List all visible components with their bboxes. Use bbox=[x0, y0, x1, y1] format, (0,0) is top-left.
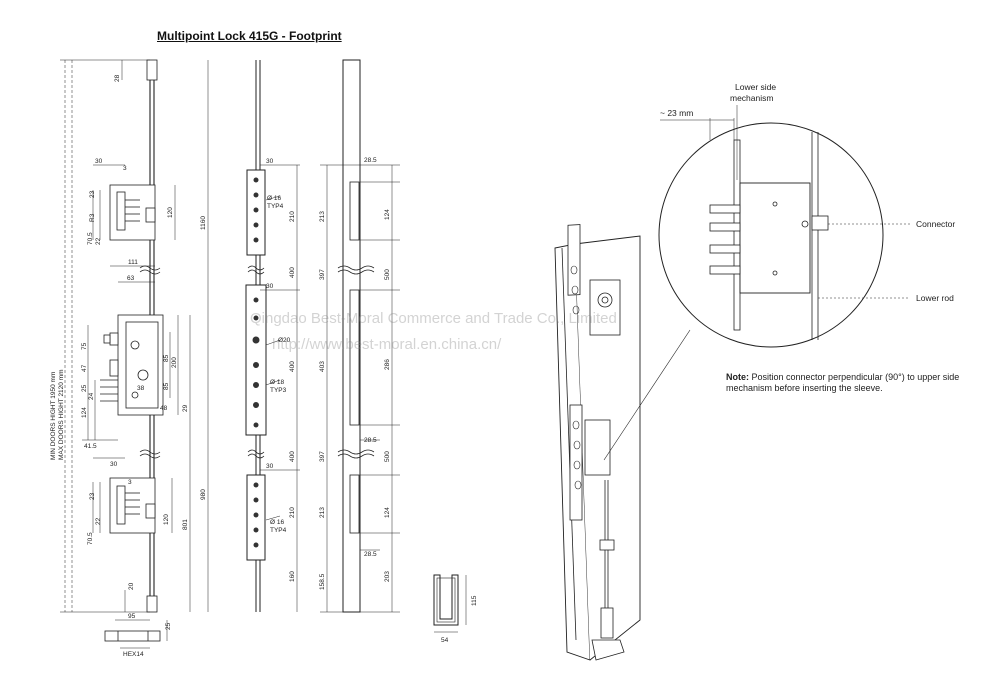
dim-85b: 85 bbox=[163, 382, 170, 390]
dim-v2-typ3: TYP3 bbox=[270, 387, 287, 394]
dim-v3-124a: 124 bbox=[384, 209, 391, 220]
dim-v2-160: 160 bbox=[289, 571, 296, 582]
dim-95: 95 bbox=[128, 613, 136, 620]
dim-24: 24 bbox=[88, 392, 95, 400]
dim-v3-500a: 500 bbox=[384, 269, 391, 280]
dim-70-5a: 70.5 bbox=[87, 232, 94, 245]
dim-200: 200 bbox=[171, 357, 178, 368]
view-side-elevation bbox=[60, 59, 209, 649]
label-lower-side-2: mechanism bbox=[730, 93, 773, 103]
dim-47: 47 bbox=[81, 364, 88, 372]
dim-v2-400a: 400 bbox=[289, 267, 296, 278]
dim-v2-210b: 210 bbox=[289, 507, 296, 518]
dim-801: 801 bbox=[182, 519, 189, 530]
dim-30a: 30 bbox=[95, 158, 103, 165]
dim-v2-18: Ø 18 bbox=[270, 379, 284, 386]
dim-124: 124 bbox=[81, 407, 88, 418]
dim-v2-30a: 30 bbox=[266, 158, 274, 165]
dim-r3a: R3 bbox=[89, 213, 96, 222]
dim-111: 111 bbox=[128, 259, 138, 266]
dim-v2-16a: Ø 16 bbox=[267, 195, 281, 202]
dim-120b: 120 bbox=[163, 514, 170, 525]
dim-30b: 30 bbox=[110, 461, 118, 468]
label-door-min: MIN DOORS HIGHT 1950 mm bbox=[50, 372, 57, 460]
dim-v2-30c: 30 bbox=[266, 463, 274, 470]
dim-hex14: HEX14 bbox=[123, 651, 144, 658]
dim-v3-213b: 213 bbox=[319, 507, 326, 518]
note-prefix: Note: bbox=[726, 372, 749, 382]
dim-v2-20: Ø20 bbox=[278, 337, 291, 344]
dim-28: 28 bbox=[114, 74, 121, 82]
dim-profile-54: 54 bbox=[441, 637, 449, 644]
dim-120a: 120 bbox=[167, 207, 174, 218]
installation-note: Note: Position connector perpendicular (… bbox=[726, 372, 976, 394]
dim-41-5: 41.5 bbox=[84, 443, 97, 450]
dim-v2-16b: Ø 16 bbox=[270, 519, 284, 526]
dim-v2-400b: 400 bbox=[289, 361, 296, 372]
dim-v3-28-5b: 28.5 bbox=[364, 437, 377, 444]
view-faceplate-front bbox=[245, 60, 300, 612]
dim-v3-203: 203 bbox=[384, 571, 391, 582]
dim-profile-115: 115 bbox=[471, 595, 478, 606]
dim-20: 20 bbox=[128, 582, 135, 590]
view-isometric bbox=[554, 224, 691, 661]
dim-23b: 23 bbox=[89, 492, 96, 500]
dim-29: 29 bbox=[182, 404, 189, 412]
dim-v3-286: 286 bbox=[384, 359, 391, 370]
dim-23a: 23 bbox=[89, 190, 96, 198]
view-profile-section bbox=[433, 574, 467, 633]
dim-85a: 85 bbox=[163, 354, 170, 362]
page-title: Multipoint Lock 415G - Footprint bbox=[157, 29, 342, 43]
dim-v2-210a: 210 bbox=[289, 211, 296, 222]
dim-v3-213a: 213 bbox=[319, 211, 326, 222]
dim-v2-typ4b: TYP4 bbox=[270, 527, 287, 534]
dim-v2-typ4a: TYP4 bbox=[267, 203, 284, 210]
note-text: Position connector perpendicular (90°) t… bbox=[726, 372, 960, 393]
dim-38: 38 bbox=[137, 385, 145, 392]
dim-v3-28-5a: 28.5 bbox=[364, 157, 377, 164]
dim-v3-124b: 124 bbox=[384, 507, 391, 518]
view-frame-profile bbox=[320, 59, 400, 613]
dim-v3-500b: 500 bbox=[384, 451, 391, 462]
dim-v3-158-5: 158.5 bbox=[319, 573, 326, 590]
dim-3a: 3 bbox=[123, 165, 127, 172]
label-connector: Connector bbox=[916, 219, 955, 229]
dim-25: 25 bbox=[81, 384, 88, 392]
dim-22a: 22 bbox=[95, 237, 102, 245]
dim-3b: 3 bbox=[128, 479, 132, 486]
dim-v3-403: 403 bbox=[319, 361, 326, 372]
label-lower-rod: Lower rod bbox=[916, 293, 954, 303]
dim-70-5b: 70.5 bbox=[87, 532, 94, 545]
dim-v3-397a: 397 bbox=[319, 269, 326, 280]
dim-v2-30b: 30 bbox=[266, 283, 274, 290]
dim-v3-397b: 397 bbox=[319, 451, 326, 462]
label-gap-23mm: ~ 23 mm bbox=[660, 108, 693, 118]
dim-v3-28-5c: 28.5 bbox=[364, 551, 377, 558]
dim-75: 75 bbox=[81, 342, 88, 350]
label-door-max: MAX DOORS HIGHT 2120 mm bbox=[58, 369, 65, 460]
dim-48: 48 bbox=[160, 405, 168, 412]
dim-25b: 25 bbox=[165, 622, 172, 630]
dim-v2-400c: 400 bbox=[289, 451, 296, 462]
dim-1160: 1160 bbox=[200, 216, 207, 230]
label-lower-side-1: Lower side bbox=[735, 82, 776, 92]
dim-980: 980 bbox=[200, 489, 207, 500]
detail-circle bbox=[658, 105, 910, 348]
dim-22b: 22 bbox=[95, 517, 102, 525]
dim-63: 63 bbox=[127, 275, 135, 282]
